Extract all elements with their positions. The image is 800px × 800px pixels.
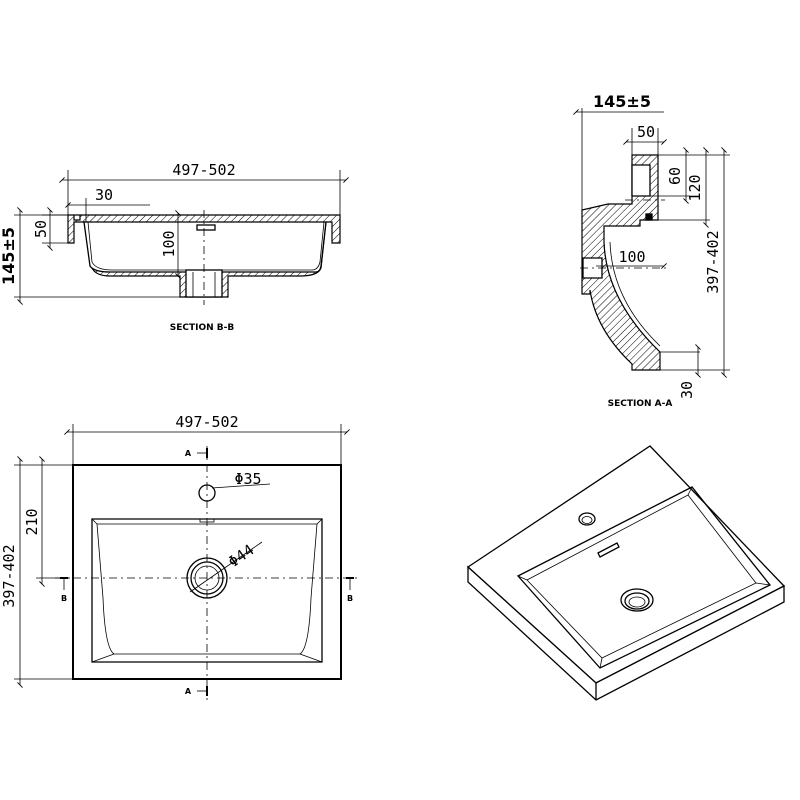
label-drain-hole: Φ44: [225, 541, 258, 571]
dim-aa-overall: 397-402: [704, 230, 722, 293]
dim-bb-rim: 30: [95, 186, 113, 204]
label-tap-hole: Φ35: [234, 470, 261, 488]
iso-top-surface: [466, 445, 786, 684]
dim-plan-width: 497-502: [175, 413, 238, 431]
dim-aa-height: 145±5: [593, 92, 651, 111]
dim-aa-tap-zone: 60: [666, 167, 684, 185]
dim-aa-rim: 50: [637, 123, 655, 141]
dim-aa-ledge: 120: [686, 174, 704, 201]
drain-hole: [186, 557, 228, 599]
section-aa-view: 145±5 50 60 120 397-402 100 30 SECTION A…: [573, 92, 730, 409]
marker-section-b-left: B: [61, 594, 67, 603]
dim-aa-bottom: 30: [678, 381, 696, 399]
marker-section-a-bottom: A: [185, 687, 192, 696]
dim-bb-height: 145±5: [0, 227, 18, 285]
dim-aa-depth: 100: [618, 248, 645, 266]
isometric-view: [466, 445, 786, 701]
marker-section-a-top: A: [185, 449, 192, 458]
marker-section-b-right: B: [347, 594, 353, 603]
tap-hole: [198, 484, 216, 502]
plan-view: Φ35 Φ44 497-502 397-402 210 A A B: [0, 413, 360, 700]
overflow-slot-plan: [199, 518, 215, 523]
dim-bb-width: 497-502: [172, 161, 235, 179]
iso-overflow-slot: [597, 542, 620, 558]
iso-tap-hole: [578, 512, 596, 526]
dim-bb-depth: 100: [160, 230, 178, 257]
overflow-slot-bb: [196, 224, 216, 231]
iso-drain: [620, 588, 654, 612]
dim-plan-length: 397-402: [0, 544, 18, 607]
caption-section-bb: SECTION B-B: [170, 323, 235, 333]
dim-bb-rim-height: 50: [32, 220, 50, 238]
dim-plan-to-drain: 210: [23, 508, 41, 535]
caption-section-aa: SECTION A-A: [608, 399, 673, 409]
section-bb-view: 497-502 30 50 145±5 100 SECTION B-B: [0, 161, 349, 333]
